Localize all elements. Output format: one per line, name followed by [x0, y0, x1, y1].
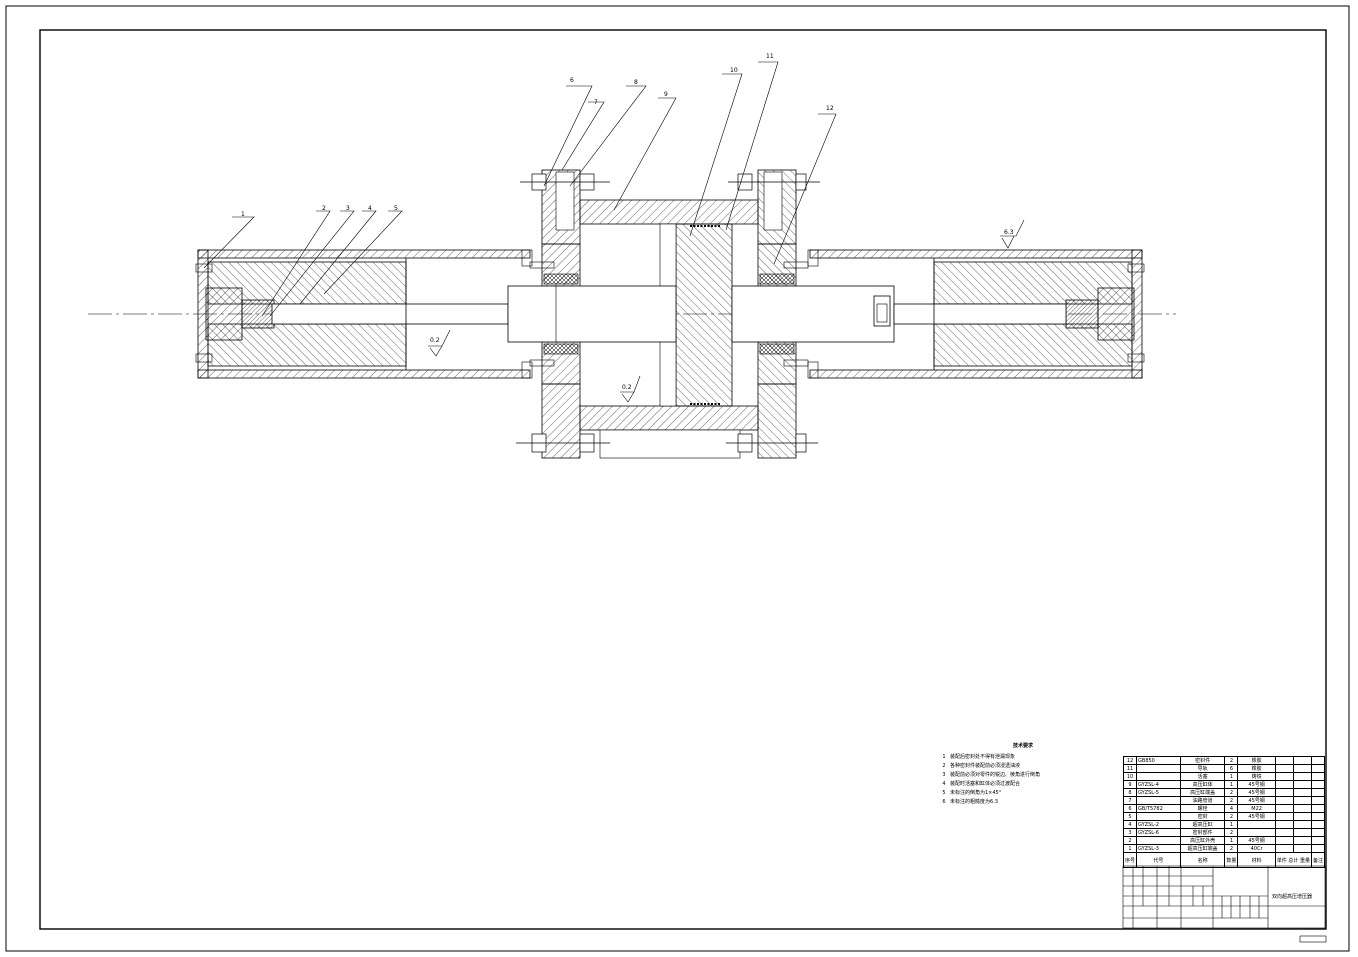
title-block — [1122, 865, 1327, 943]
callout-5: 5 — [394, 205, 398, 212]
notes-title: 技术要求 — [1012, 743, 1033, 749]
right-cylinder — [807, 249, 1145, 379]
callout-7: 7 — [594, 99, 598, 106]
roughness-1: 6.3 — [1004, 229, 1014, 236]
callout-8: 8 — [634, 79, 638, 86]
central-block — [507, 169, 895, 459]
callout-10: 10 — [730, 67, 738, 74]
roughness-symbols — [429, 235, 1015, 403]
drawing-title: 双向超高压增压器 — [1272, 894, 1313, 900]
callout-1: 1 — [241, 211, 245, 218]
roughness-3: 0.2 — [622, 384, 632, 391]
callout-4: 4 — [368, 205, 372, 212]
callout-9: 9 — [664, 91, 668, 98]
roughness-2: 0.2 — [430, 337, 440, 344]
callout-3: 3 — [346, 205, 350, 212]
callout-11: 11 — [766, 53, 774, 60]
inner-border — [39, 29, 1327, 930]
callout-2: 2 — [322, 205, 326, 212]
bom-header: 序号 代号 名称 数量 材料 单件 总计 重量 备注 — [1122, 852, 1326, 868]
callout-labels: 1 2 3 4 5 6 7 8 9 10 11 12 6.3 0.2 0.2 — [241, 53, 1014, 391]
callout-6: 6 — [570, 77, 574, 84]
outer-border — [5, 5, 1350, 952]
bolts — [516, 173, 820, 453]
callout-12: 12 — [826, 105, 834, 112]
left-cylinder — [195, 249, 533, 379]
leaders — [203, 61, 1025, 393]
